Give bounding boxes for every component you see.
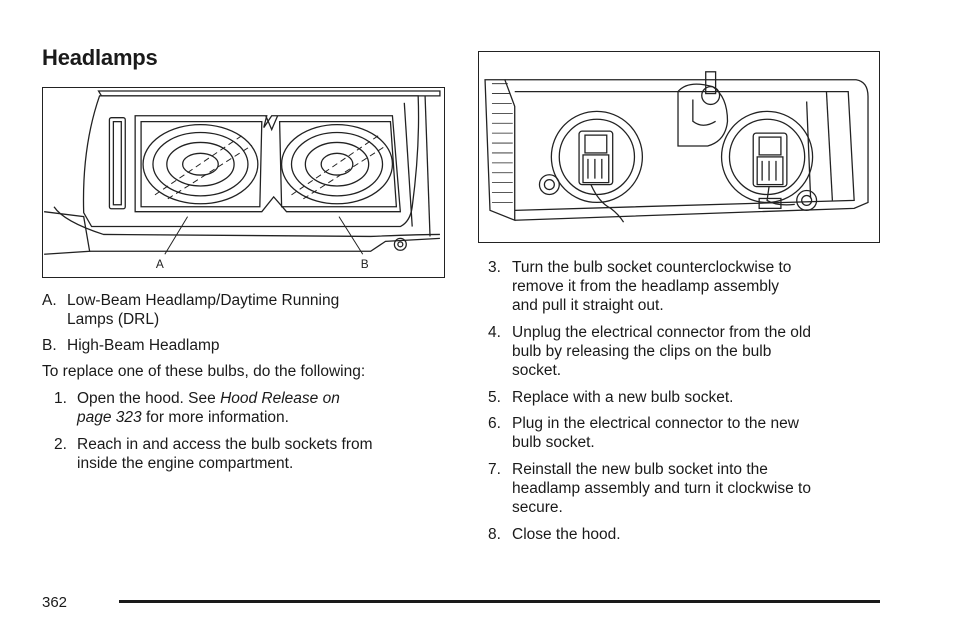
step-4-line3: socket.: [512, 362, 562, 379]
step-3-line1: Turn the bulb socket counterclockwise to: [512, 259, 792, 276]
step-5-number: 5.: [488, 389, 501, 406]
step-1-text: Open the hood. See: [77, 390, 221, 407]
step-4-number: 4.: [488, 324, 501, 341]
step-3-line3: and pull it straight out.: [512, 297, 664, 314]
step-6-line2: bulb socket.: [512, 434, 595, 451]
step-5-line1: Replace with a new bulb socket.: [512, 389, 734, 406]
headlamp-rear-drawing: [484, 71, 869, 223]
step-3-line2: remove it from the headlamp assembly: [512, 278, 780, 295]
headlamp-rear-illustration: [478, 51, 880, 243]
step-8-line1: Close the hood.: [512, 526, 621, 543]
page-number: 362: [42, 594, 68, 611]
step-1-text-end: for more information.: [141, 409, 289, 426]
headlamp-front-drawing: A B: [44, 90, 441, 271]
step-7-number: 7.: [488, 461, 501, 478]
step-7-line3: secure.: [512, 499, 563, 516]
callout-b: B: [361, 257, 369, 271]
legend-a-marker: A.: [42, 292, 57, 309]
step-2-line1: Reach in and access the bulb sockets fro…: [77, 436, 373, 453]
legend-b-marker: B.: [42, 337, 57, 354]
step-3-number: 3.: [488, 259, 501, 276]
step-3: 3. Turn the bulb socket counterclockwise…: [488, 258, 878, 318]
legend-b-line1: High-Beam Headlamp: [67, 337, 220, 354]
step-7-line1: Reinstall the new bulb socket into the: [512, 461, 768, 478]
hood-release-link[interactable]: Hood Release on: [220, 390, 340, 407]
step-7-line2: headlamp assembly and turn it clockwise …: [512, 480, 811, 497]
page-heading: Headlamps: [42, 45, 158, 70]
step-1-number: 1.: [54, 390, 67, 407]
step-8-number: 8.: [488, 526, 501, 543]
footer-rule: [119, 600, 880, 603]
callout-a: A: [156, 257, 164, 271]
step-2-number: 2.: [54, 436, 67, 453]
headlamp-front-illustration: A B: [42, 87, 445, 278]
step-6-line1: Plug in the electrical connector to the …: [512, 415, 799, 432]
step-4-line1: Unplug the electrical connector from the…: [512, 324, 811, 341]
step-7: 7. Reinstall the new bulb socket into th…: [488, 460, 878, 520]
step-6: 6. Plug in the electrical connector to t…: [488, 414, 878, 454]
step-4-line2: bulb by releasing the clips on the bulb: [512, 343, 772, 360]
step-1: 1. Open the hood. See Hood Release on pa…: [54, 389, 444, 429]
step-4: 4. Unplug the electrical connector from …: [488, 323, 878, 383]
step-6-number: 6.: [488, 415, 501, 432]
legend-a-line2: Lamps (DRL): [67, 311, 160, 328]
step-8: 8. Close the hood.: [488, 525, 878, 545]
intro-text: To replace one of these bulbs, do the fo…: [42, 363, 366, 380]
step-2: 2. Reach in and access the bulb sockets …: [54, 435, 444, 475]
legend-a-line1: Low-Beam Headlamp/Daytime Running: [67, 292, 340, 309]
page-reference-link[interactable]: page 323: [77, 409, 142, 426]
step-5: 5. Replace with a new bulb socket.: [488, 388, 878, 408]
step-2-line2: inside the engine compartment.: [77, 455, 294, 472]
